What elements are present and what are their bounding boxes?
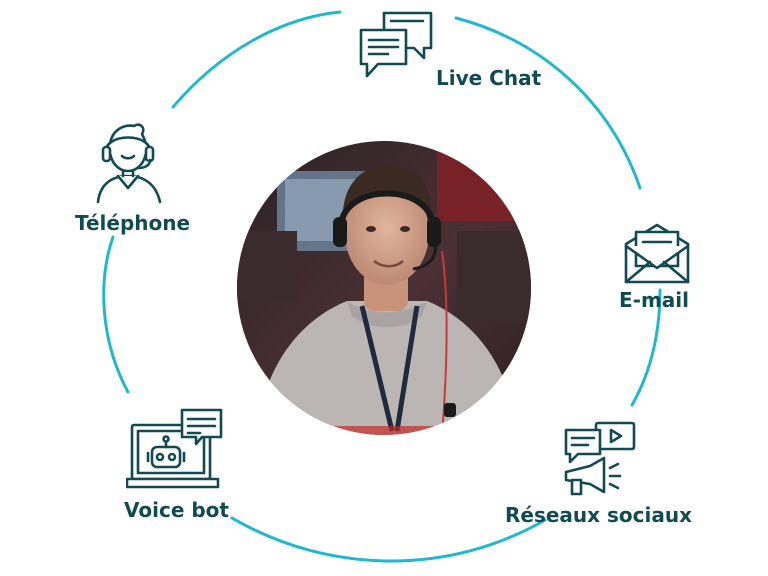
ring-arc-top-right bbox=[454, 16, 642, 190]
headset-agent-icon bbox=[96, 123, 162, 204]
email-label: E-mail bbox=[619, 288, 690, 312]
ring-arc-bottom bbox=[230, 516, 547, 563]
voice-bot-label: Voice bot bbox=[124, 498, 229, 522]
agent-photo bbox=[237, 141, 531, 435]
robot-laptop-icon bbox=[126, 408, 223, 489]
live-chat-label: Live Chat bbox=[436, 66, 542, 90]
ring-arc-left bbox=[102, 235, 130, 394]
telephone-label: Téléphone bbox=[75, 211, 191, 235]
ring-arc-right bbox=[630, 288, 662, 407]
ring-arc-top-left bbox=[171, 10, 342, 109]
social-networks-label: Réseaux sociaux bbox=[505, 503, 693, 527]
envelope-icon bbox=[624, 223, 690, 284]
megaphone-icon bbox=[564, 421, 636, 496]
chat-bubbles-icon bbox=[359, 11, 433, 78]
